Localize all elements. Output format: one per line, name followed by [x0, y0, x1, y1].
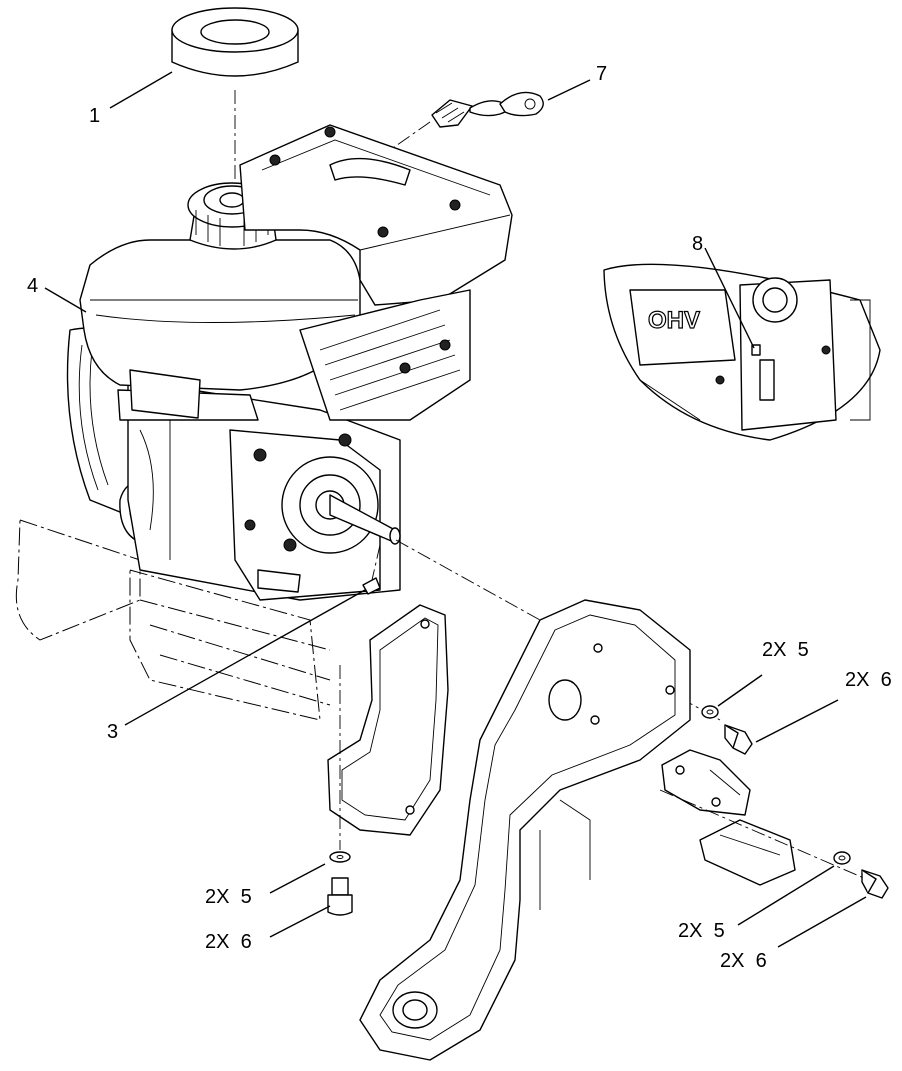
leader-5b — [269, 863, 326, 894]
part-1-foam-ring — [171, 7, 299, 77]
leader-1 — [109, 71, 173, 109]
bolt-lower-right — [861, 869, 889, 899]
callout-6-right: 2X 6 — [720, 950, 767, 972]
washer-upper-right — [701, 705, 719, 719]
centerline-key — [389, 121, 431, 151]
leader-4 — [44, 287, 87, 313]
mount-plate-left — [327, 604, 449, 836]
leader-5a — [717, 674, 763, 707]
callout-5-left: 2X 5 — [205, 886, 252, 908]
part-3-shaft-key — [362, 577, 381, 595]
callout-7: 7 — [596, 63, 607, 85]
bolt-lower-left — [327, 877, 353, 916]
inset-detail-decal: OHV — [603, 263, 881, 441]
frame-bracket — [359, 599, 691, 1061]
callout-1: 1 — [89, 105, 100, 127]
callout-labels: 1 7 8 4 3 2X 5 2X 6 2X 5 2X 6 2X 5 2X 6 — [27, 63, 892, 972]
callout-5-upper: 2X 5 — [762, 639, 809, 661]
callout-6-left: 2X 6 — [205, 931, 252, 953]
leader-5c — [737, 865, 835, 926]
callout-4: 4 — [27, 275, 38, 297]
leader-3 — [124, 589, 366, 726]
centerline-key-3 — [371, 544, 381, 581]
callout-3: 3 — [107, 721, 118, 743]
bolt-upper-right — [724, 724, 753, 755]
small-bracket-right — [661, 749, 796, 886]
leader-6a — [755, 699, 839, 743]
leader-6c — [777, 896, 867, 948]
ohv-label: OHV — [648, 307, 700, 334]
leader-lines — [44, 71, 867, 948]
leader-7 — [547, 79, 591, 101]
callout-5-right: 2X 5 — [678, 920, 725, 942]
engine-assembly — [15, 124, 513, 721]
leader-6b — [269, 905, 331, 938]
centerline-bolt-right-lower — [659, 789, 881, 886]
callout-6-upper: 2X 6 — [845, 669, 892, 691]
callout-8: 8 — [692, 233, 703, 255]
washer-lower-left — [329, 851, 351, 863]
leader-8 — [704, 247, 755, 349]
washer-lower-right — [833, 851, 851, 865]
part-7-key-tag — [431, 91, 544, 128]
